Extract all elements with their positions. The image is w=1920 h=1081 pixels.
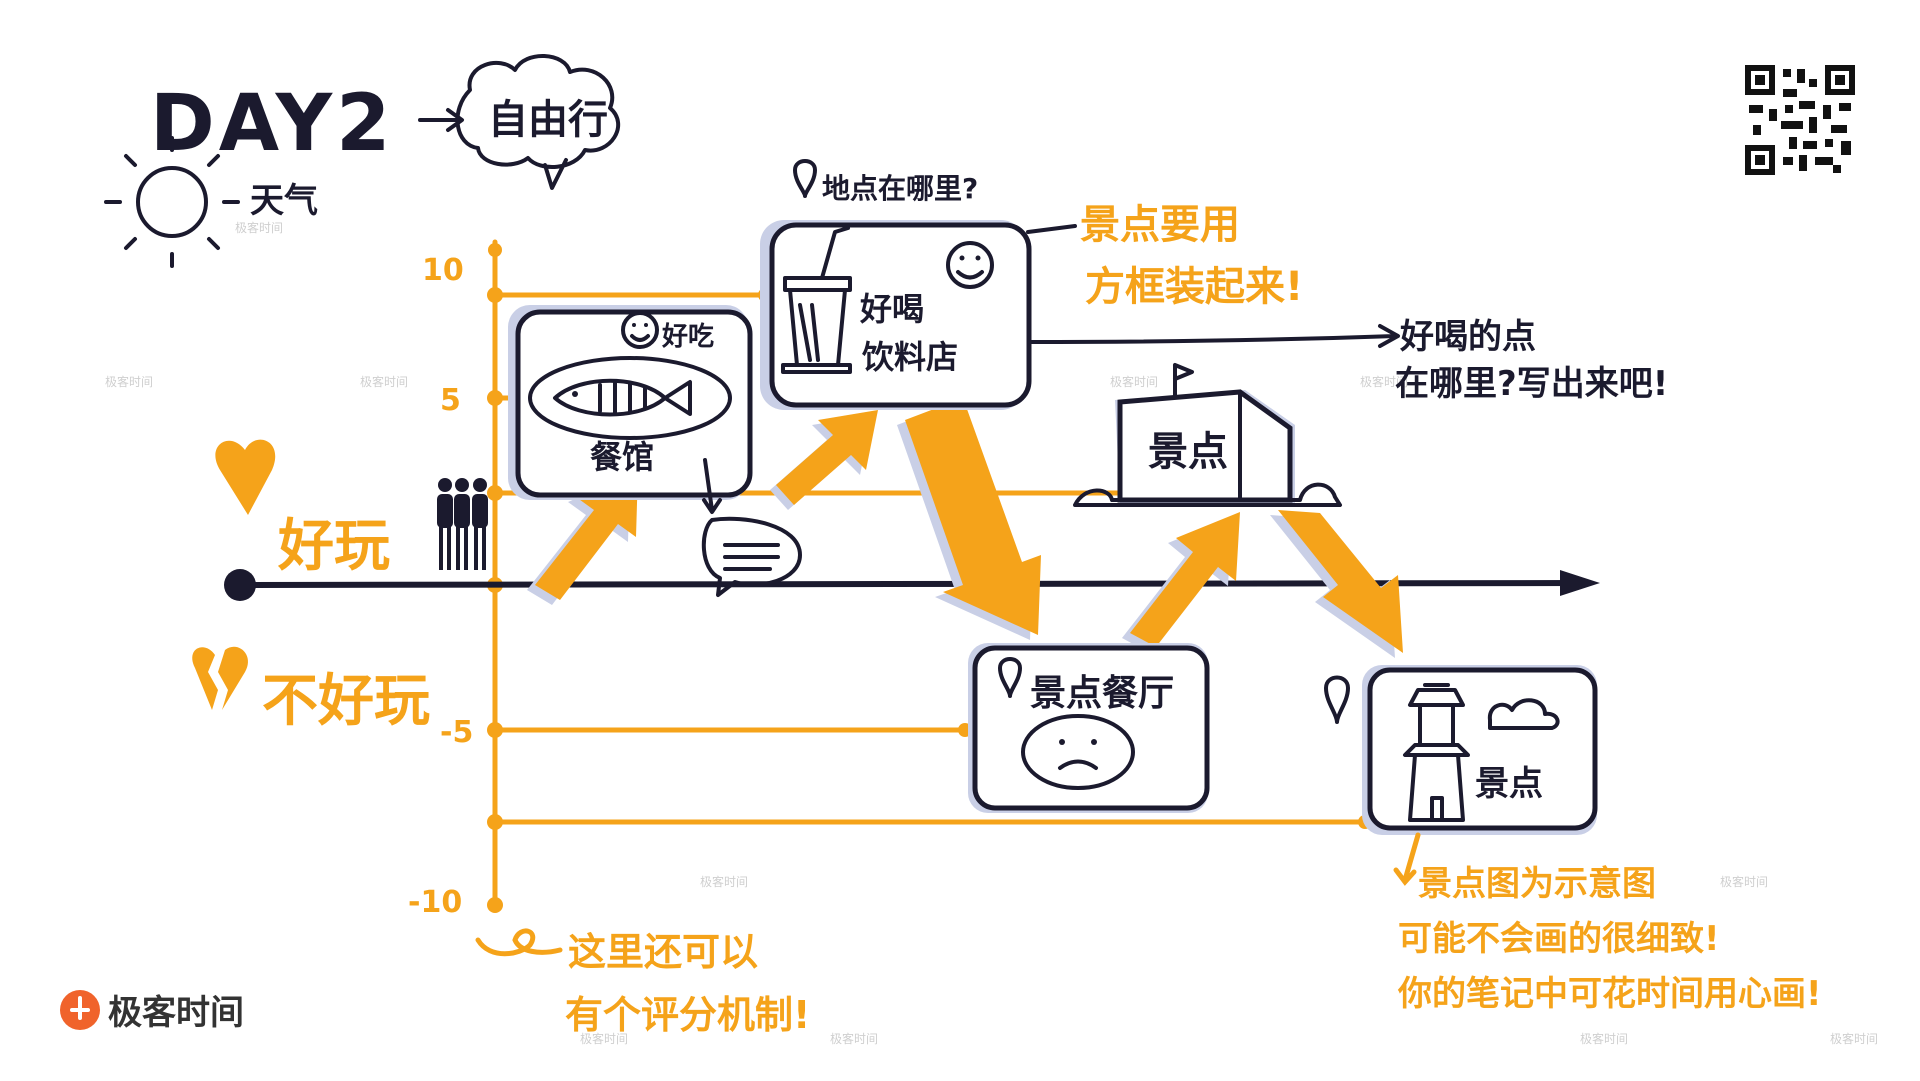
restaurant-name: 餐馆 — [590, 438, 654, 476]
sight-restaurant-card: 景点餐厅 — [968, 643, 1210, 813]
sight-tower-name: 景点 — [1475, 764, 1543, 804]
arrow-up-2 — [776, 410, 878, 505]
ground-icon — [1073, 482, 1342, 507]
qr-code-icon — [1745, 65, 1855, 175]
flow-arrows — [527, 398, 1403, 658]
score-note-line1: 这里还可以 — [568, 930, 758, 974]
bad-label: 不好玩 — [262, 669, 430, 734]
pointer-arrow — [702, 458, 722, 514]
tick-label-neg10: -10 — [408, 885, 462, 920]
watermark-text: 极客时间 — [1580, 1031, 1628, 1046]
sketch-note-arrow — [1393, 832, 1421, 886]
drink-name: 饮料店 — [862, 338, 958, 376]
flag-icon — [1173, 363, 1194, 397]
theme-label: 自由行 — [488, 97, 608, 143]
smiley-icon — [621, 311, 659, 349]
sketch-note-line3: 你的笔记中可花时间用心画! — [1397, 974, 1822, 1014]
frame-note-line1: 景点要用 — [1080, 202, 1240, 248]
location-pin-icon — [793, 159, 817, 198]
drink-shop-card: 地点在哪里? 好喝 饮料店 — [760, 159, 1032, 410]
drink-top-note: 地点在哪里? — [822, 172, 978, 205]
frame-note-line2: 方框装起来! — [1085, 264, 1303, 310]
brand-logo-icon — [60, 990, 100, 1030]
watermark-text: 极客时间 — [580, 1031, 628, 1046]
plate-icon — [528, 356, 732, 440]
watermark-text: 极客时间 — [360, 374, 408, 389]
tick-label-neg5: -5 — [440, 715, 473, 750]
speech-bubble-icon — [701, 516, 802, 597]
watermark-text: 极客时间 — [1110, 374, 1158, 389]
score-note-line2: 有个评分机制! — [565, 993, 810, 1037]
cloud-icon — [1487, 698, 1560, 730]
sad-face-icon — [1021, 714, 1135, 790]
watermark-text: 极客时间 — [1830, 1031, 1878, 1046]
drink-tag: 好喝 — [859, 290, 924, 328]
tick-label-5: 5 — [440, 383, 461, 418]
fish-icon — [553, 378, 692, 417]
sketch-note-line1: 景点图为示意图 — [1418, 864, 1656, 904]
sight-building-card: 景点 — [1073, 363, 1342, 507]
watermark-text: 极客时间 — [1720, 874, 1768, 889]
smiley-icon — [946, 241, 994, 289]
brand-name: 极客时间 — [108, 993, 244, 1032]
watermark-text: 极客时间 — [105, 374, 153, 389]
sight-tower-card: 景点 — [1324, 665, 1598, 835]
sight-bad-name: 景点餐厅 — [1030, 673, 1174, 714]
drink-note-line2: 在哪里?写出来吧! — [1395, 364, 1668, 404]
sketch-note-line2: 可能不会画的很细致! — [1398, 919, 1720, 959]
connector-line — [1026, 224, 1077, 234]
swirl-arrow — [475, 928, 563, 957]
heart-icon — [215, 439, 276, 515]
restaurant-card: 好吃 餐馆 — [508, 305, 753, 500]
arrow-up-3 — [1130, 512, 1240, 647]
arrow-up-1 — [535, 470, 638, 600]
drink-note-arrow — [1028, 324, 1400, 348]
location-pin-icon — [1324, 675, 1350, 724]
watermark-text: 极客时间 — [830, 1031, 878, 1046]
cloud-bubble-icon — [455, 54, 621, 190]
cup-icon — [781, 226, 852, 374]
tick-label-10: 10 — [422, 253, 464, 288]
arrow-icon — [418, 108, 464, 132]
broken-heart-icon — [192, 646, 249, 710]
day-title: DAY2 — [150, 79, 394, 169]
watermark-text: 极客时间 — [700, 874, 748, 889]
drink-note-line1: 好喝的点 — [1399, 317, 1536, 357]
sun-icon — [104, 136, 240, 268]
tower-icon — [1403, 683, 1470, 822]
location-pin-icon — [998, 657, 1022, 698]
arrow-down-2 — [1278, 510, 1403, 653]
watermark-text: 极客时间 — [1360, 374, 1408, 389]
people-icon — [437, 478, 488, 570]
good-label: 好玩 — [277, 514, 390, 579]
watermarks: 极客时间 极客时间 极客时间 极客时间 极客时间 极客时间 极客时间 极客时间 … — [105, 220, 1878, 1046]
arrow-down-1 — [905, 398, 1041, 635]
sight-mid-name: 景点 — [1148, 429, 1228, 475]
watermark-text: 极客时间 — [235, 220, 283, 235]
weather-label: 天气 — [250, 181, 318, 221]
restaurant-tag: 好吃 — [661, 322, 714, 352]
